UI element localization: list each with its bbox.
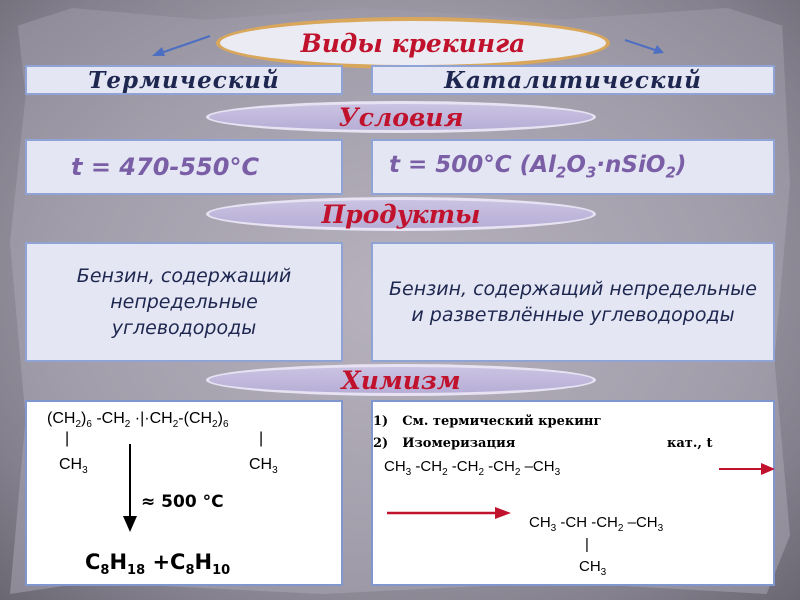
reaction-temperature: ≈ 500 °C — [141, 492, 224, 512]
products-pill: Продукты — [206, 197, 596, 231]
catalytic-condition-box: t = 500°C (Al2O3·nSiO2) — [371, 139, 775, 195]
left-ch3-1: CH3 — [59, 456, 88, 476]
catalytic-chemistry-box: 1)См. термический крекинг 2)Изомеризация… — [371, 400, 775, 586]
thermal-chemistry-box: (CH2)6 -CH2 ·|·CH2-(CH2)6 | | CH3 CH3 ≈ … — [25, 400, 343, 586]
thermal-header: Термический — [25, 65, 343, 95]
thermal-formula-line: (CH2)6 -CH2 ·|·CH2-(CH2)6 — [47, 410, 229, 430]
left-bond-1: | — [65, 430, 70, 447]
products-label: Продукты — [321, 199, 481, 229]
branch-bond: | — [585, 536, 589, 553]
branch-ch3: CH3 — [579, 558, 607, 578]
thermal-condition-box: t = 470-550°C — [25, 139, 343, 195]
thermal-label: Термический — [88, 66, 280, 94]
list-item-2: 2)Изомеризация — [373, 436, 516, 451]
branched-formula: CH3 -CH -CH2 –CH3 — [529, 514, 664, 534]
list-item-1: 1)См. термический крекинг — [373, 414, 602, 429]
catalytic-header: Каталитический — [371, 65, 775, 95]
catalyst-label: кат., t — [667, 436, 713, 451]
reaction-arrow-icon — [387, 507, 511, 519]
catalytic-label: Каталитический — [444, 66, 702, 94]
conditions-label: Условия — [338, 102, 464, 132]
down-arrow-icon — [123, 444, 137, 532]
thermal-products-formula: C8H18 +C8H10 — [85, 550, 231, 579]
left-ch3-2: CH3 — [249, 456, 278, 476]
catalytic-condition: t = 500°C (Al2O3·nSiO2) — [389, 152, 687, 182]
page-title: Виды крекинга — [300, 28, 526, 58]
thermal-products-box: Бензин, содержащий непредельные углеводо… — [25, 242, 343, 362]
left-bond-2: | — [259, 430, 264, 447]
chemistry-pill: Химизм — [206, 364, 596, 396]
thermal-condition: t = 470-550°C — [71, 153, 260, 181]
conditions-pill: Условия — [206, 101, 596, 133]
catalytic-products: Бензин, содержащий непредельные и развет… — [388, 278, 757, 326]
thermal-products: Бензин, содержащий непредельные углеводо… — [76, 265, 292, 339]
title-pill: Виды крекинга — [216, 17, 610, 69]
right-arrow-icon — [719, 463, 775, 475]
catalytic-products-box: Бензин, содержащий непредельные и развет… — [371, 242, 775, 362]
linear-formula: CH3 -CH2 -CH2 -CH2 –CH3 — [384, 458, 561, 478]
chemistry-label: Химизм — [341, 365, 461, 395]
